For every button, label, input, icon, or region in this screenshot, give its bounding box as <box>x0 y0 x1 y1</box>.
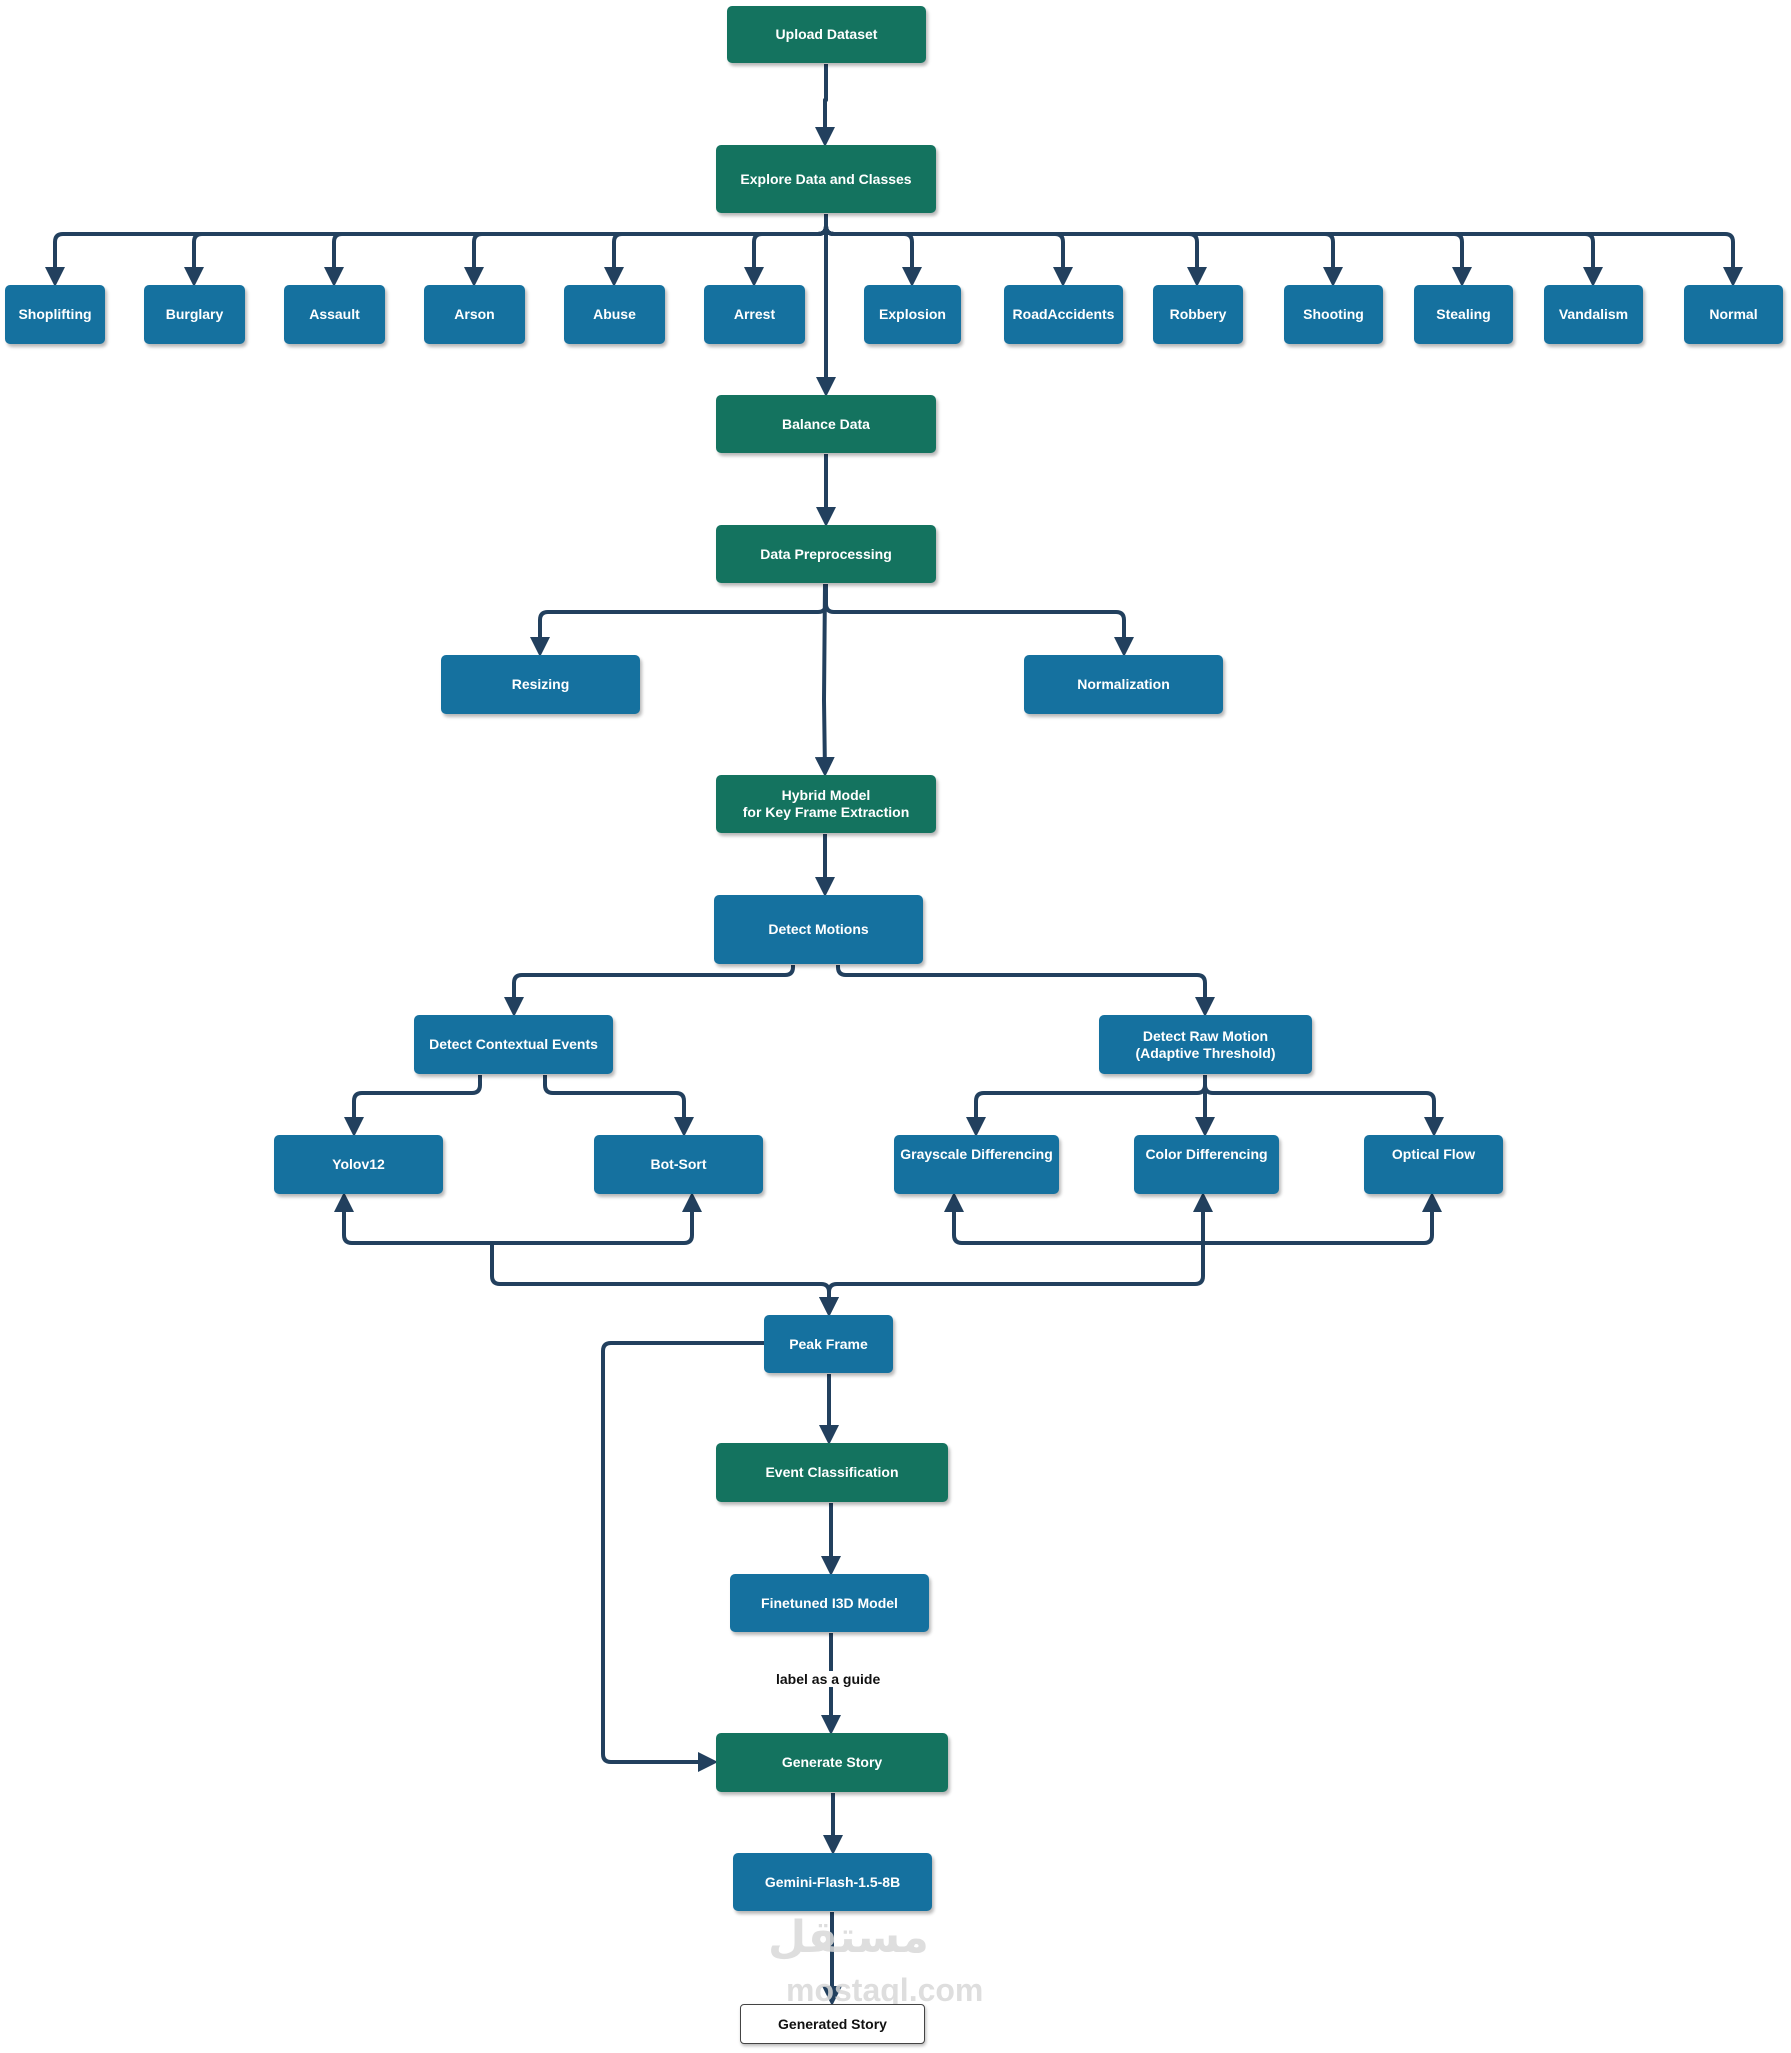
hybrid-model-node: Hybrid Model for Key Frame Extraction <box>716 775 936 833</box>
class-node-roadaccidents: RoadAccidents <box>1004 285 1123 344</box>
edge-contextual-to-yolov12 <box>344 1075 482 1137</box>
edge-preprocessing-to-hybrid <box>814 583 835 777</box>
edge-bracket-to-yolov12 <box>334 1192 492 1245</box>
edge-preprocessing-to-resizing <box>530 584 828 657</box>
class-node-shoplifting: Shoplifting <box>5 285 105 344</box>
edge-bracket-to-grayscale <box>944 1192 1203 1245</box>
edge-peak-to-generate-story <box>601 1341 764 1772</box>
resizing-node: Resizing <box>441 655 640 714</box>
edge-upload-to-explore <box>815 64 835 147</box>
edge-explore-to-class-10 <box>824 214 1472 287</box>
class-node-burglary: Burglary <box>144 285 245 344</box>
edge-contextual-group-to-peak <box>490 1243 839 1317</box>
class-node-arson: Arson <box>424 285 525 344</box>
edge-contextual-to-botsort <box>543 1075 694 1137</box>
edge-explore-to-class-7 <box>824 214 1073 287</box>
edge-raw-group-to-peak <box>819 1243 1205 1317</box>
grayscale-differencing-node: Grayscale Differencing <box>894 1135 1059 1194</box>
class-node-arrest: Arrest <box>704 285 805 344</box>
class-node-normal: Normal <box>1684 285 1783 344</box>
class-node-shooting: Shooting <box>1284 285 1383 344</box>
generate-story-node: Generate Story <box>716 1733 948 1792</box>
detect-motions-node: Detect Motions <box>714 895 923 964</box>
upload-dataset-node: Upload Dataset <box>727 6 926 63</box>
peak-frame-node: Peak Frame <box>764 1315 893 1373</box>
balance-data-node: Balance Data <box>716 395 936 453</box>
edge-explore-to-class-11 <box>824 214 1603 287</box>
explore-data-node: Explore Data and Classes <box>716 145 936 213</box>
watermark-arabic: مستقل <box>768 1913 929 1962</box>
edge-raw-to-grayscale <box>966 1075 1207 1137</box>
event-classification-node: Event Classification <box>716 1443 948 1502</box>
edge-explore-to-class-1 <box>184 214 828 287</box>
data-preprocessing-node: Data Preprocessing <box>716 525 936 583</box>
class-node-vandalism: Vandalism <box>1544 285 1643 344</box>
edge-motions-to-raw <box>836 965 1215 1017</box>
edge-explore-to-class-12 <box>824 214 1743 287</box>
edge-explore-to-class-5 <box>744 214 828 287</box>
bot-sort-node: Bot-Sort <box>594 1135 763 1194</box>
edge-explore-to-class-0 <box>45 214 828 287</box>
optical-flow-node: Optical Flow <box>1364 1135 1503 1194</box>
edge-explore-to-class-9 <box>824 214 1343 287</box>
finetuned-i3d-node: Finetuned I3D Model <box>730 1574 929 1632</box>
edge-explore-to-class-3 <box>464 214 828 287</box>
class-node-assault: Assault <box>284 285 385 344</box>
edge-bracket-to-optical <box>1203 1192 1442 1245</box>
edge-raw-to-optical <box>1203 1075 1444 1137</box>
class-node-explosion: Explosion <box>864 285 961 344</box>
edge-preprocessing-to-normalization <box>824 584 1134 657</box>
watermark-latin: mostaql.com <box>786 1972 984 2008</box>
gemini-flash-node: Gemini-Flash-1.5-8B <box>733 1853 932 1911</box>
edge-motions-to-contextual <box>504 965 795 1017</box>
class-node-abuse: Abuse <box>564 285 665 344</box>
color-differencing-node: Color Differencing <box>1134 1135 1279 1194</box>
label-as-a-guide-edge-label: label as a guide <box>774 1671 883 1687</box>
edge-bracket-to-botsort <box>492 1192 702 1245</box>
class-node-stealing: Stealing <box>1414 285 1513 344</box>
edge-explore-to-class-8 <box>824 214 1207 287</box>
edge-explore-to-class-4 <box>604 214 828 287</box>
normalization-node: Normalization <box>1024 655 1223 714</box>
class-node-robbery: Robbery <box>1153 285 1243 344</box>
detect-raw-motion-node: Detect Raw Motion (Adaptive Threshold) <box>1099 1015 1312 1074</box>
edge-explore-to-class-6 <box>824 214 922 287</box>
generated-story-node: Generated Story <box>740 2004 925 2044</box>
detect-contextual-events-node: Detect Contextual Events <box>414 1015 613 1074</box>
yolov12-node: Yolov12 <box>274 1135 443 1194</box>
